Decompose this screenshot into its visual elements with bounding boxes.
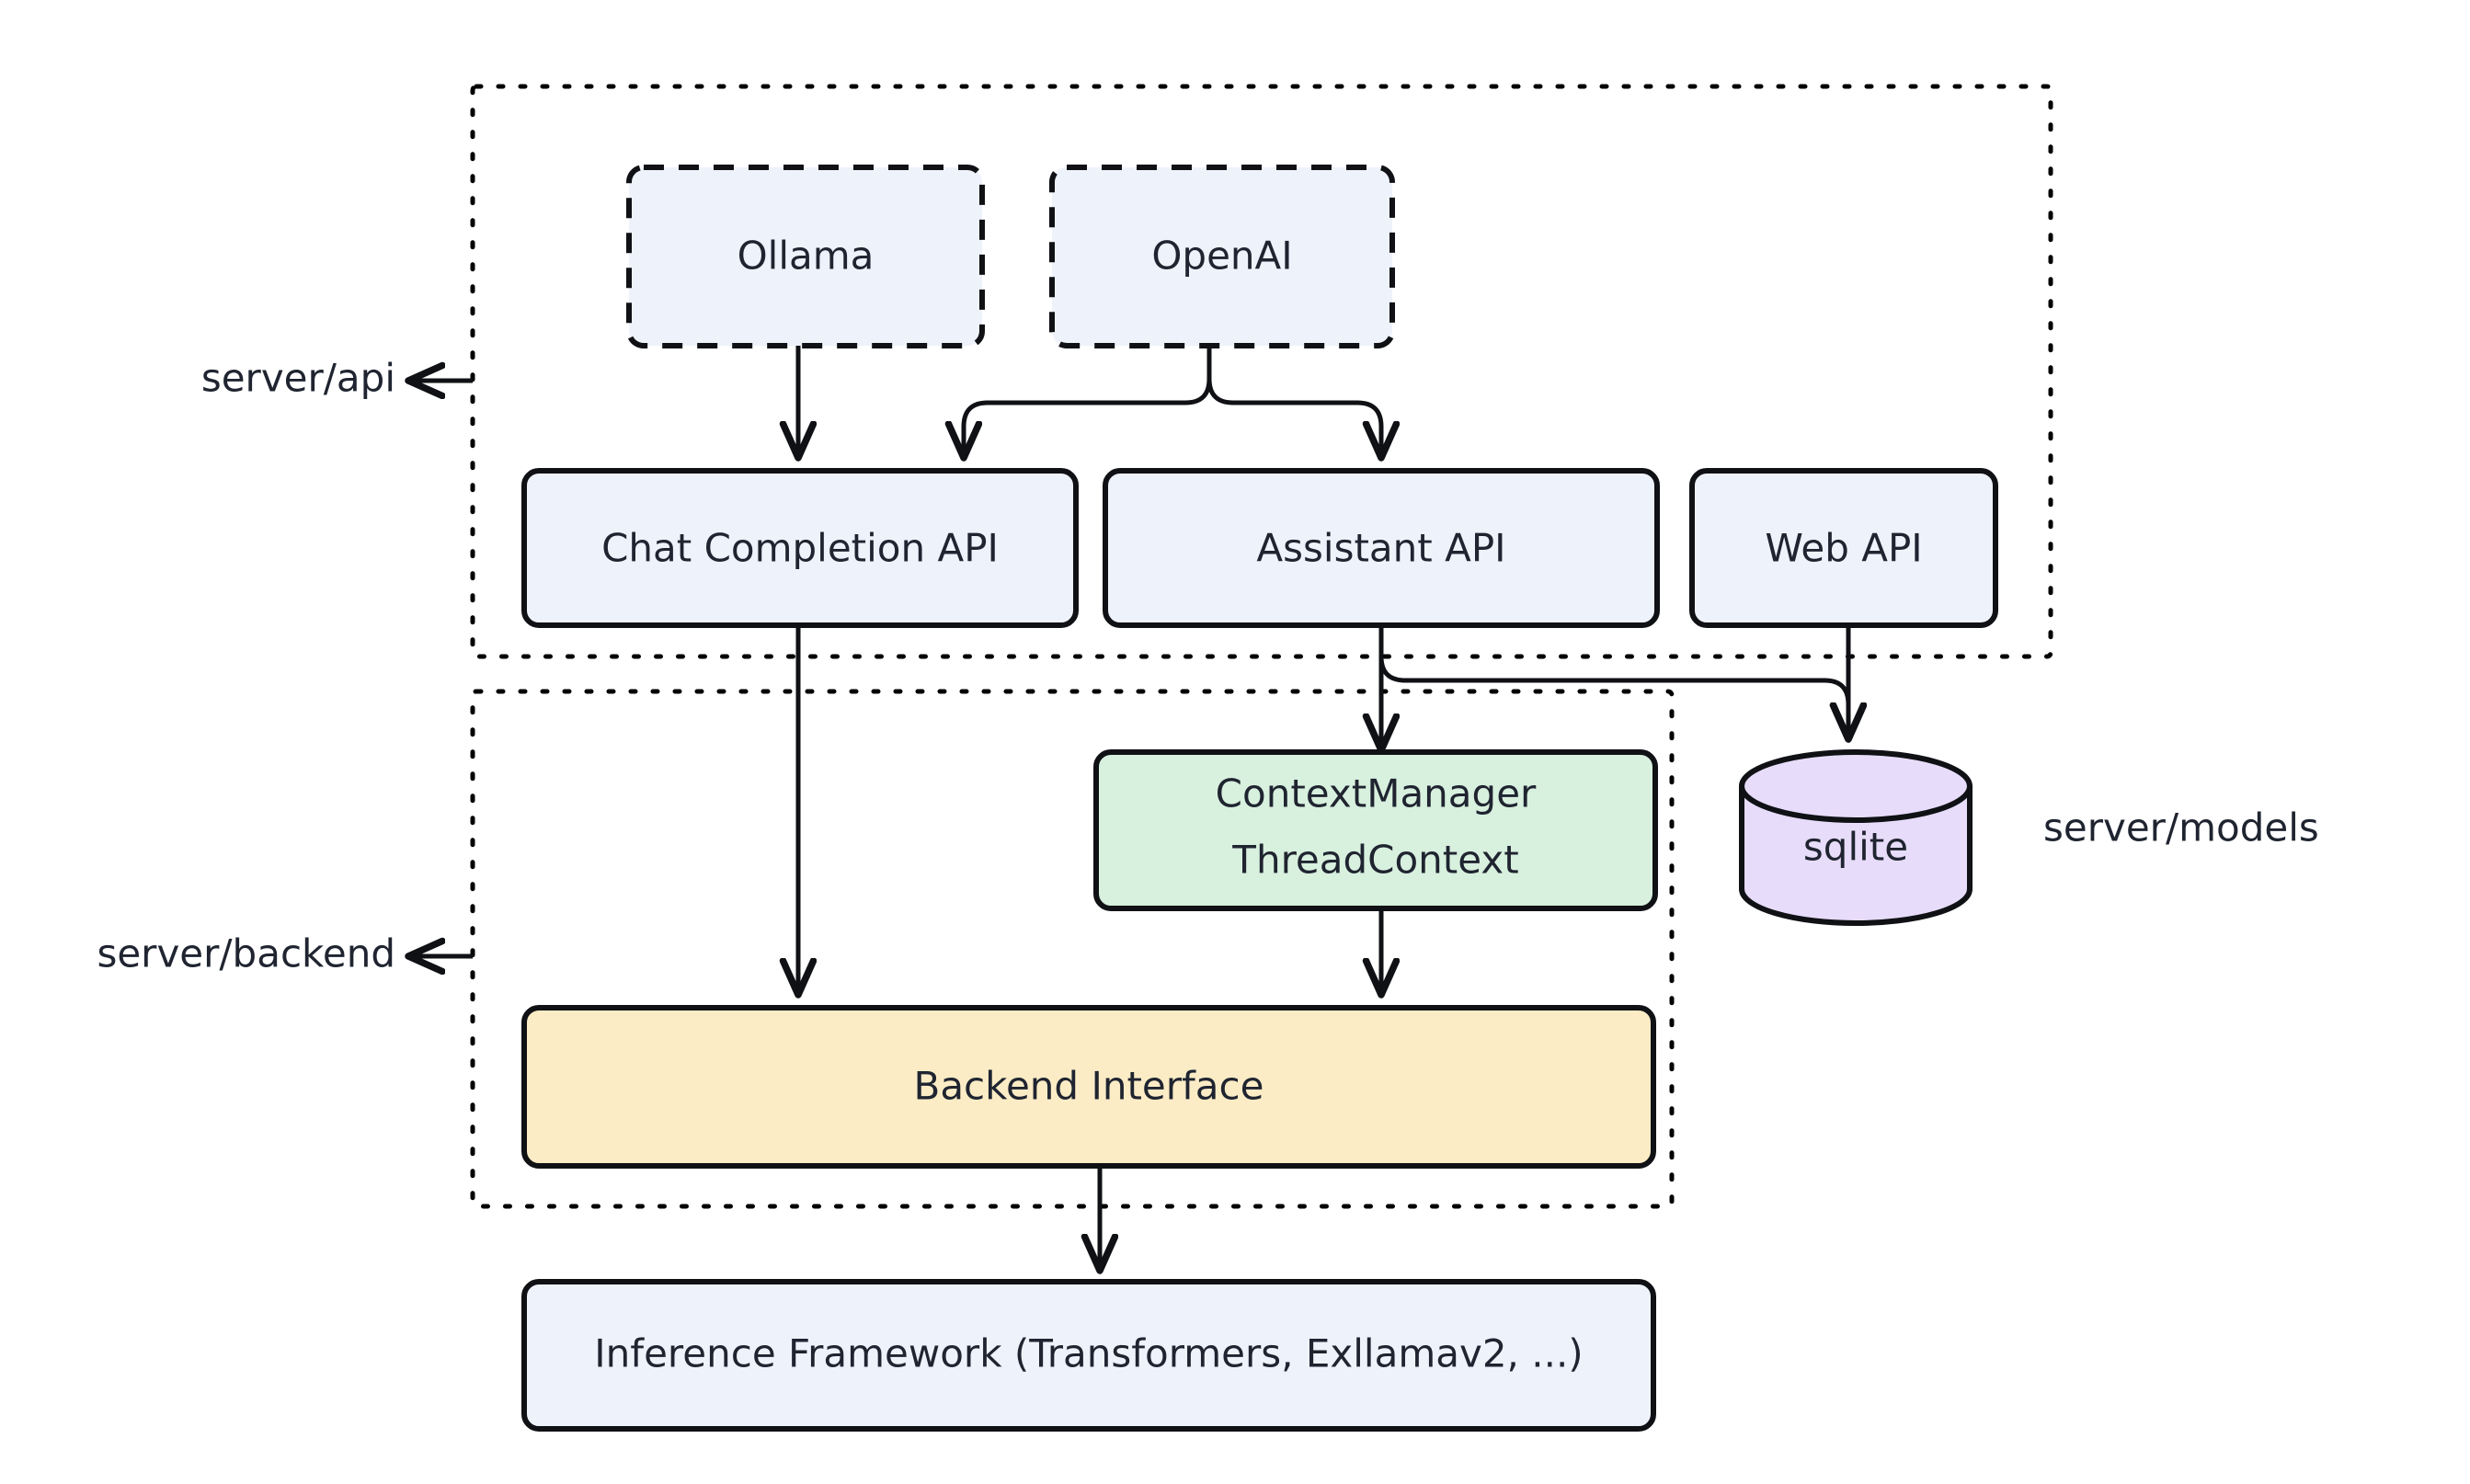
- node-chat-completion-api-box[interactable]: [521, 468, 1079, 628]
- node-openai-box[interactable]: [1049, 165, 1395, 348]
- edge-layer: [798, 343, 1848, 1267]
- node-assistant-api[interactable]: Assistant API: [1103, 468, 1660, 628]
- node-inference-framework-label: Inference Framework (Transformers, Exlla…: [594, 1331, 1583, 1376]
- node-inference-framework-box[interactable]: [521, 1279, 1656, 1432]
- node-chat-completion-api[interactable]: Chat Completion API: [521, 468, 1079, 628]
- node-ollama[interactable]: Ollama: [626, 165, 985, 348]
- group-label-server-api-text: server/api: [201, 356, 395, 401]
- node-backend-interface-label: Backend Interface: [914, 1064, 1264, 1109]
- node-assistant-api-box[interactable]: [1103, 468, 1660, 628]
- node-openai-label: OpenAI: [1151, 234, 1292, 279]
- node-ollama-label: Ollama: [738, 234, 875, 279]
- group-container-server-api: [470, 84, 2053, 659]
- edge-assistant-api-to-sqlite: [1378, 654, 1848, 736]
- edge-openai-to-chat-completion-api: [964, 343, 1212, 454]
- node-context-manager-box[interactable]: [1093, 749, 1658, 911]
- node-sqlite-body[interactable]: [1739, 783, 1973, 926]
- node-inference-framework[interactable]: Inference Framework (Transformers, Exlla…: [521, 1279, 1656, 1432]
- node-web-api-box[interactable]: [1689, 468, 1998, 628]
- node-sqlite-top-ellipse: [1739, 749, 1973, 823]
- node-sqlite[interactable]: sqlite: [1739, 749, 1973, 926]
- node-web-api-label: Web API: [1765, 526, 1922, 571]
- node-chat-completion-api-label: Chat Completion API: [601, 526, 999, 571]
- edge-openai-to-assistant-api: [1206, 343, 1381, 454]
- node-context-manager-label-line2: ThreadContext: [1231, 838, 1518, 883]
- group-container-server-backend: [470, 689, 1675, 1209]
- node-sqlite-label: sqlite: [1803, 825, 1908, 870]
- node-assistant-api-label: Assistant API: [1256, 526, 1505, 571]
- group-label-server-backend-text: server/backend: [97, 931, 395, 976]
- node-openai[interactable]: OpenAI: [1049, 165, 1395, 348]
- group-label-server-api: server/api: [201, 356, 473, 401]
- group-label-server-models: server/models: [2043, 805, 2319, 850]
- node-context-manager-label-line1: ContextManager: [1216, 771, 1537, 816]
- node-web-api[interactable]: Web API: [1689, 468, 1998, 628]
- node-backend-interface-box[interactable]: [521, 1005, 1656, 1169]
- node-ollama-box[interactable]: [626, 165, 985, 348]
- group-label-server-backend: server/backend: [97, 931, 473, 976]
- node-context-manager[interactable]: ContextManager ThreadContext: [1093, 749, 1658, 911]
- node-backend-interface[interactable]: Backend Interface: [521, 1005, 1656, 1169]
